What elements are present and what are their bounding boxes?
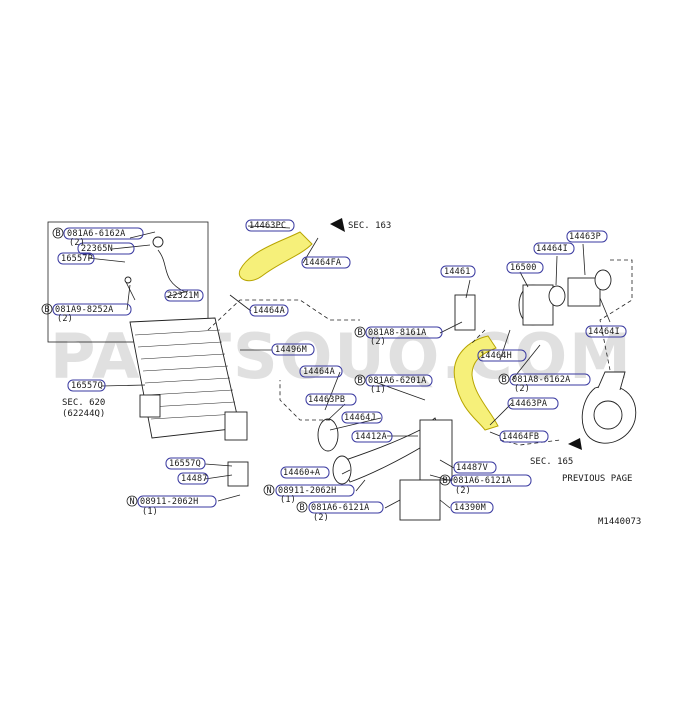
arrow-sec165-icon: [568, 438, 582, 450]
diagram-code: M1440073: [598, 517, 641, 527]
qty-081A6-6162A-top: (2): [69, 238, 85, 248]
qty-081A8-8161A: (2): [370, 337, 386, 347]
label-081A6-6162A-top[interactable]: 081A6-6162A: [67, 229, 126, 239]
marker-circles: B B N B B N B B B: [41, 227, 510, 513]
label-14412A[interactable]: 14412A: [355, 432, 387, 442]
label-14464I-top[interactable]: 14464I: [536, 244, 568, 254]
sec-163-ref[interactable]: SEC. 163: [348, 221, 391, 231]
clamp-14464I: [548, 285, 566, 307]
previous-page-ref[interactable]: PREVIOUS PAGE: [562, 474, 632, 484]
intercooler-outlet-tank: [224, 411, 248, 441]
charge-pipe-assembly: [317, 417, 453, 521]
label-081A6-6121A-mid[interactable]: 081A6-6121A: [453, 476, 512, 486]
label-14464H[interactable]: 14464H: [480, 351, 512, 361]
bracket-14461: [454, 294, 476, 331]
sec-165-ref[interactable]: SEC. 165: [530, 457, 573, 467]
qty-08911-2062H-mid: (1): [280, 495, 296, 505]
hose-14463PC: [238, 231, 313, 282]
label-14496M[interactable]: 14496M: [275, 345, 307, 355]
sec-620-ref[interactable]: SEC. 620: [62, 398, 105, 408]
label-08911-2062H-mid[interactable]: 08911-2062H: [278, 486, 337, 496]
label-081A6-6201A[interactable]: 081A6-6201A: [368, 376, 427, 386]
arrow-sec163-icon: [330, 218, 345, 232]
label-22321M[interactable]: 22321M: [167, 291, 199, 301]
svg-text:N: N: [267, 486, 272, 496]
label-14463PB[interactable]: 14463PB: [308, 395, 345, 405]
label-14463PA[interactable]: 14463PA: [510, 399, 547, 409]
hose-14463PB: [317, 418, 339, 452]
hose-14463PA: [453, 335, 499, 431]
label-boxes: [52, 219, 627, 514]
turbo-side-assembly: [454, 269, 637, 444]
svg-text:B: B: [45, 305, 50, 315]
bracket-left: [139, 394, 161, 418]
label-16557Q-low[interactable]: 16557Q: [169, 459, 201, 469]
label-081A9-8252A[interactable]: 081A9-8252A: [55, 305, 114, 315]
label-16500[interactable]: 16500: [510, 263, 537, 273]
label-14487V[interactable]: 14487V: [456, 463, 488, 473]
qty-08911-2062H-left: (1): [142, 507, 158, 517]
label-14390M[interactable]: 14390M: [454, 503, 486, 513]
label-14464A-top[interactable]: 14464A: [253, 306, 285, 316]
qty-081A9-8252A: (2): [57, 314, 73, 324]
label-14464J[interactable]: 14464J: [344, 413, 376, 423]
label-14463P[interactable]: 14463P: [569, 232, 601, 242]
label-14463PC[interactable]: 14463PC: [249, 221, 286, 231]
bracket-lower: [227, 461, 249, 487]
svg-text:N: N: [130, 497, 135, 507]
bracket-group-frame: [47, 221, 209, 343]
label-16557Q-left[interactable]: 16557Q: [71, 381, 103, 391]
label-14464FA[interactable]: 14464FA: [304, 258, 341, 268]
svg-text:B: B: [358, 328, 363, 338]
sec-620-subref: (62244Q): [62, 409, 105, 419]
sensor-harness: [157, 249, 186, 293]
svg-text:B: B: [56, 229, 61, 239]
svg-text:B: B: [502, 375, 507, 385]
bolt-081A9: [124, 276, 132, 284]
label-14460A[interactable]: 14460+A: [283, 468, 320, 478]
qty-081A6-6121A-low: (2): [313, 513, 329, 523]
svg-text:B: B: [300, 503, 305, 513]
bracket-14487V: [419, 419, 453, 481]
sensor-22365N: [152, 236, 164, 248]
qty-081A6-6121A-mid: (2): [455, 486, 471, 496]
label-14464I-right[interactable]: 14464I: [588, 327, 620, 337]
label-081A6-6121A-low[interactable]: 081A6-6121A: [311, 503, 370, 513]
bracket-14390M: [399, 479, 441, 521]
qty-081A6-6201A: (1): [370, 385, 386, 395]
qty-081A8-6162A: (2): [514, 384, 530, 394]
label-14464A-mid[interactable]: 14464A: [303, 367, 335, 377]
svg-text:B: B: [358, 376, 363, 386]
label-14461[interactable]: 14461: [444, 267, 471, 277]
hose-14463P: [567, 277, 601, 307]
label-08911-2062H-left[interactable]: 08911-2062H: [140, 497, 199, 507]
label-14464FB[interactable]: 14464FB: [502, 432, 539, 442]
svg-text:B: B: [443, 476, 448, 486]
label-081A8-8161A[interactable]: 081A8-8161A: [368, 328, 427, 338]
label-16557P[interactable]: 16557P: [61, 254, 93, 264]
label-14487[interactable]: 14487: [181, 474, 208, 484]
label-081A8-6162A[interactable]: 081A8-6162A: [512, 375, 571, 385]
intercooler-assembly: [47, 221, 249, 487]
label-22365N[interactable]: 22365N: [81, 244, 113, 254]
